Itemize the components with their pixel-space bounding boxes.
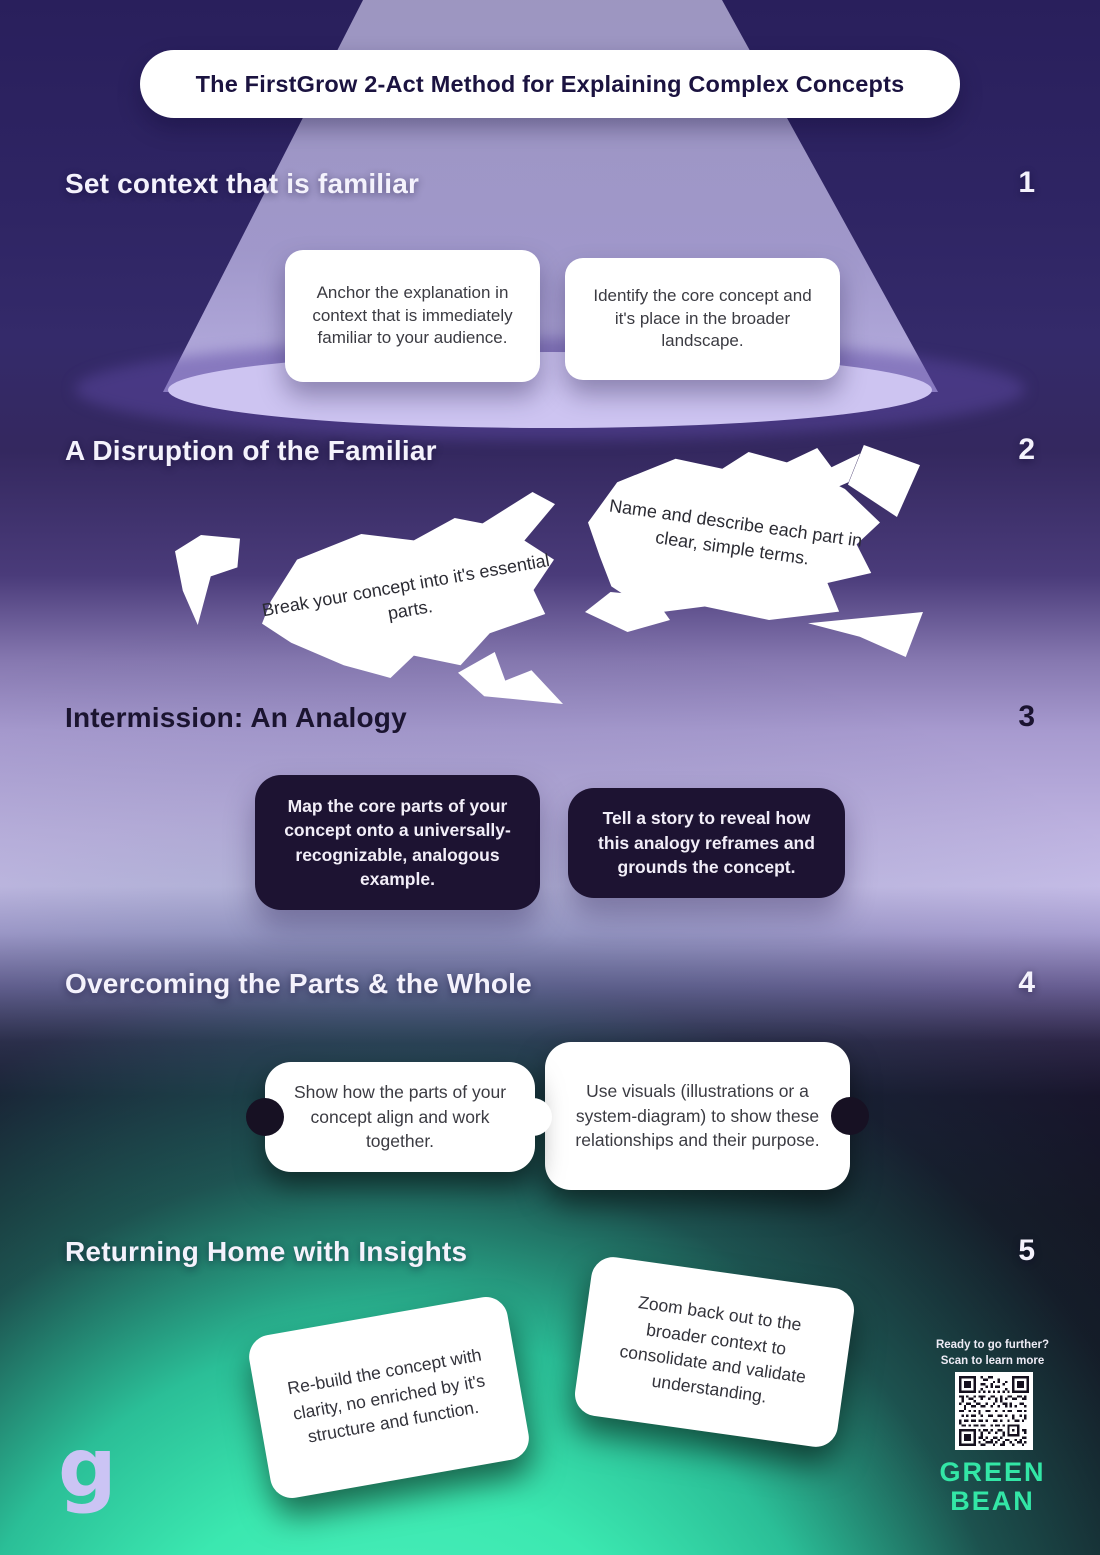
brand-wordmark: GREEN BEAN: [920, 1457, 1065, 1517]
qr-cta-line2: Scan to learn more: [940, 1354, 1045, 1367]
shard-fragment: [175, 535, 240, 625]
section-4-number: 4: [1018, 966, 1035, 999]
section-1-card-2: Identify the core concept and it's place…: [565, 258, 840, 380]
section-2-title: A Disruption of the Familiar: [65, 435, 437, 466]
puzzle-piece-right: Use visuals (illustrations or a system-d…: [545, 1042, 869, 1190]
section-3-title: Intermission: An Analogy: [65, 702, 407, 733]
section-5-card-2: Zoom back out to the broader context to …: [572, 1254, 857, 1450]
section-5-title: Returning Home with Insights: [65, 1236, 468, 1267]
brand-line2: BEAN: [950, 1486, 1035, 1517]
section-1-card-1: Anchor the explanation in context that i…: [285, 250, 540, 382]
section-3-number: 3: [1018, 700, 1035, 733]
shard-1-text: Break your concept into it's essential p…: [260, 549, 552, 624]
brand-line1: GREEN: [939, 1457, 1046, 1487]
section-4-title: Overcoming the Parts & the Whole: [65, 968, 532, 999]
poster-title-pill: The FirstGrow 2-Act Method for Explainin…: [140, 50, 960, 118]
shard-card-1: Break your concept into it's essential p…: [260, 518, 554, 678]
qr-code: [955, 1372, 1033, 1450]
puzzle-piece-left: Show how the parts of your concept align…: [246, 1062, 552, 1172]
shard-card-2: Name and describe each part in clear, si…: [588, 452, 880, 620]
section-1-title: Set context that is familiar: [65, 168, 420, 199]
section-2-number: 2: [1018, 433, 1035, 466]
qr-cta-line1: Ready to go further?: [935, 1339, 1050, 1351]
section-3-card-1: Map the core parts of your concept onto …: [255, 775, 540, 910]
qr-cta-text: Ready to go further? Scan to learn more: [920, 1338, 1065, 1369]
section-5-card-1: Re-build the concept with clarity, no en…: [245, 1293, 533, 1502]
section-1-number: 1: [1018, 166, 1035, 199]
section-3-card-2: Tell a story to reveal how this analogy …: [568, 788, 845, 898]
poster-title: The FirstGrow 2-Act Method for Explainin…: [195, 70, 905, 97]
g-logo: g: [58, 1421, 117, 1516]
section-5-number: 5: [1018, 1234, 1035, 1267]
